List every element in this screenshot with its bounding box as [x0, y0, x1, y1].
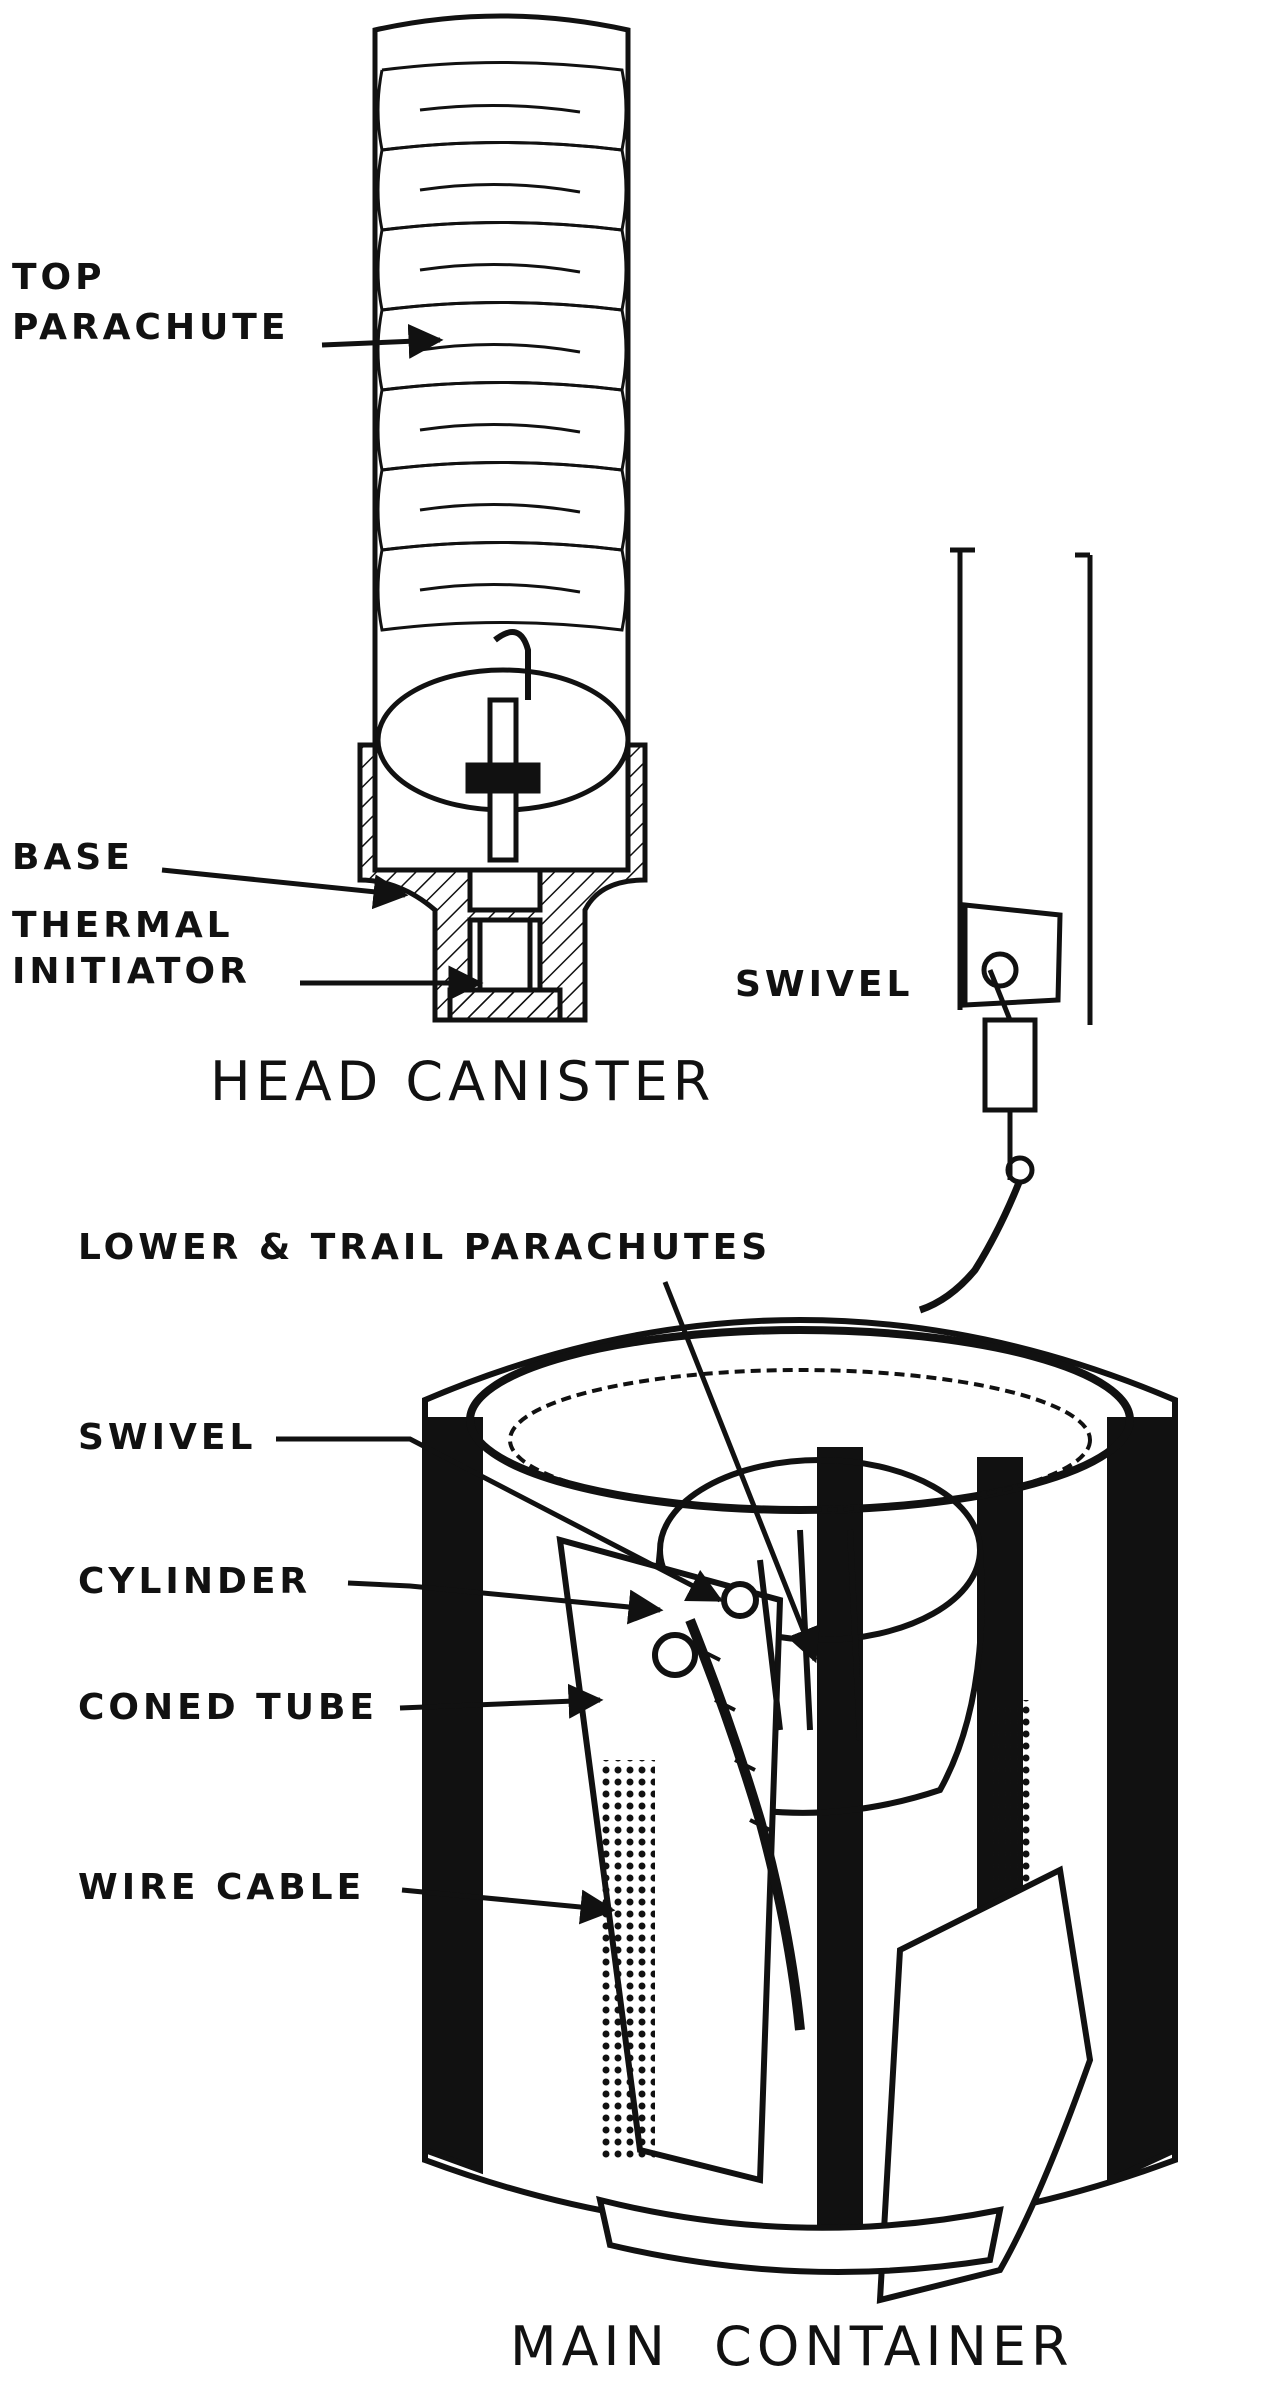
leader-arrows	[161, 323, 820, 1925]
label-base: BASE	[12, 837, 134, 878]
arrow-lower-trail-parachutes	[662, 1281, 820, 1664]
label-wire-cable: WIRE CABLE	[78, 1867, 366, 1908]
label-swivel-upper: SWIVEL	[735, 964, 914, 1005]
label-top-parachute-line1: TOP	[12, 257, 106, 298]
caption-head-canister: HEAD CANISTER	[210, 1050, 716, 1113]
label-cylinder: CYLINDER	[78, 1561, 312, 1602]
caption-main-container: MAIN CONTAINER	[510, 2315, 1074, 2378]
head-canister	[357, 13, 648, 1023]
arrow-coned-tube	[399, 1683, 604, 1719]
main-container	[422, 1317, 1178, 2304]
arrow-top-parachute	[321, 323, 444, 359]
label-thermal-initiator-line2: INITIATOR	[12, 951, 251, 992]
label-lower-trail-parachutes: LOWER & TRAIL PARACHUTES	[78, 1227, 772, 1268]
label-coned-tube: CONED TUBE	[78, 1687, 378, 1728]
arrow-cylinder	[347, 1580, 664, 1625]
label-swivel-lower: SWIVEL	[78, 1417, 257, 1458]
swivel-assembly-upper	[918, 547, 1093, 1314]
arrow-base	[161, 867, 409, 910]
arrow-swivel-lower	[276, 1436, 724, 1603]
label-top-parachute-line2: PARACHUTE	[12, 307, 290, 348]
arrow-wire-cable	[401, 1887, 616, 1925]
label-thermal-initiator-line1: THERMAL	[12, 905, 234, 946]
